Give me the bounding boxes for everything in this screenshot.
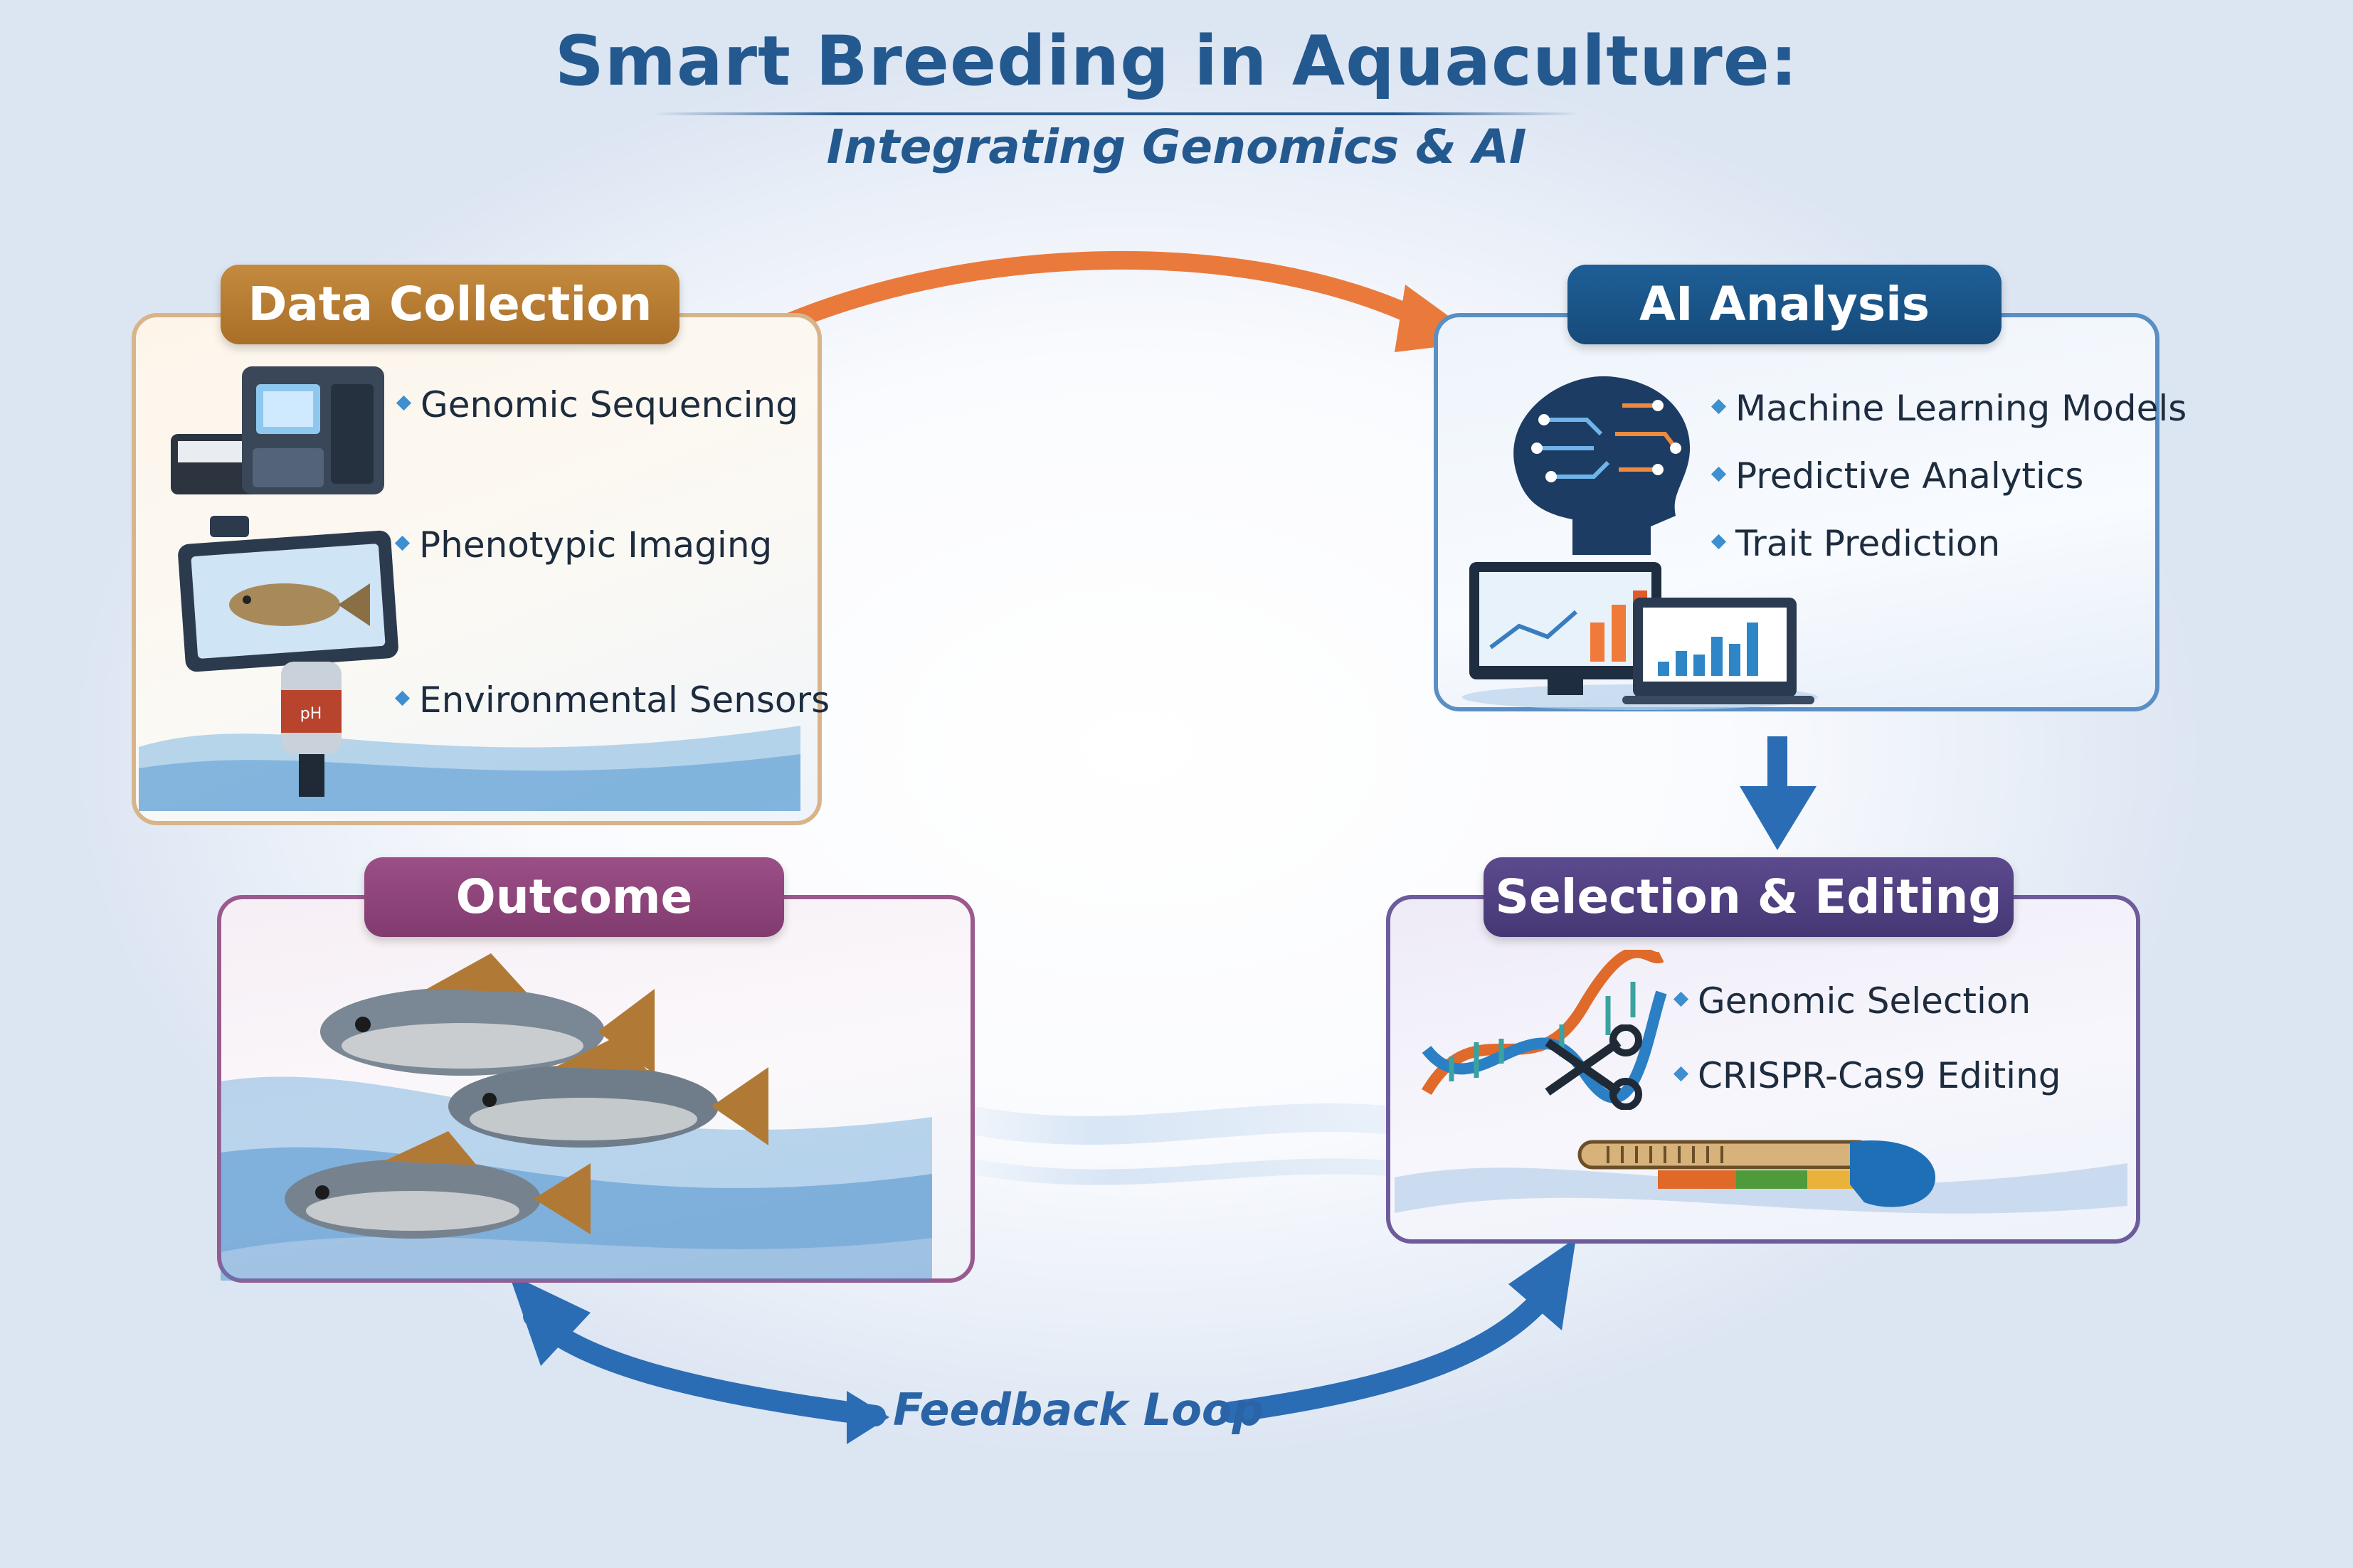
genomic-selection-item: Genomic Selection bbox=[1673, 980, 2031, 1022]
feedback-arrowhead-right bbox=[1508, 1238, 1576, 1330]
trait-prediction-item: Trait Prediction bbox=[1710, 523, 2000, 564]
orange-flow-arrow bbox=[752, 250, 1432, 344]
feedback-loop-label: Feedback Loop bbox=[893, 1384, 1264, 1436]
monitors-chart-icon bbox=[1462, 562, 1818, 710]
sequencer-icon bbox=[171, 366, 384, 494]
tablet-fish-icon bbox=[178, 516, 398, 672]
outcome-label: Outcome bbox=[364, 857, 784, 937]
fish bbox=[448, 1035, 768, 1148]
feedback-arrowhead-mid bbox=[847, 1391, 889, 1444]
feedback-arc-left bbox=[523, 1305, 886, 1426]
title-divider bbox=[655, 112, 1580, 115]
bullet-icon bbox=[1673, 991, 1689, 1007]
machine-learning-models-item: Machine Learning Models bbox=[1710, 388, 2187, 429]
bullet-icon bbox=[394, 535, 411, 551]
fish-school-icon bbox=[221, 953, 932, 1281]
page-title: Smart Breeding in Aquaculture: bbox=[554, 21, 1799, 101]
bullet-icon bbox=[1710, 398, 1727, 415]
page-subtitle: Integrating Genomics & AI bbox=[826, 120, 1527, 174]
bullet-icon bbox=[1710, 466, 1727, 482]
crispr-cas9-editing-item: CRISPR-Cas9 Editing bbox=[1673, 1055, 2061, 1096]
predictive-analytics-item: Predictive Analytics bbox=[1710, 455, 2083, 497]
ai-analysis-label: AI Analysis bbox=[1567, 265, 2002, 344]
genomic-sequencing-item: Genomic Sequencing bbox=[396, 384, 798, 425]
sensor-tag: pH bbox=[300, 705, 322, 723]
blue-down-arrowhead bbox=[1740, 786, 1817, 850]
fish bbox=[285, 1131, 591, 1239]
selection-editing-label: Selection & Editing bbox=[1484, 857, 2014, 937]
gene-bar-icon bbox=[1395, 1140, 2127, 1214]
bullet-icon bbox=[394, 690, 411, 706]
ph-sensor-icon: pH bbox=[139, 662, 800, 811]
feedback-arrowhead-left bbox=[509, 1273, 591, 1366]
bullet-icon bbox=[1673, 1066, 1689, 1082]
bullet-icon bbox=[396, 395, 412, 411]
feedback-arc-right bbox=[1220, 1277, 1562, 1423]
fish bbox=[320, 953, 655, 1076]
scissors-icon bbox=[1545, 1024, 1642, 1110]
bullet-icon bbox=[1710, 534, 1727, 550]
environmental-sensors-item: Environmental Sensors bbox=[394, 679, 830, 721]
brain-circuit-icon bbox=[1513, 376, 1691, 555]
phenotypic-imaging-item: Phenotypic Imaging bbox=[394, 524, 772, 566]
data-collection-label: Data Collection bbox=[221, 265, 680, 344]
